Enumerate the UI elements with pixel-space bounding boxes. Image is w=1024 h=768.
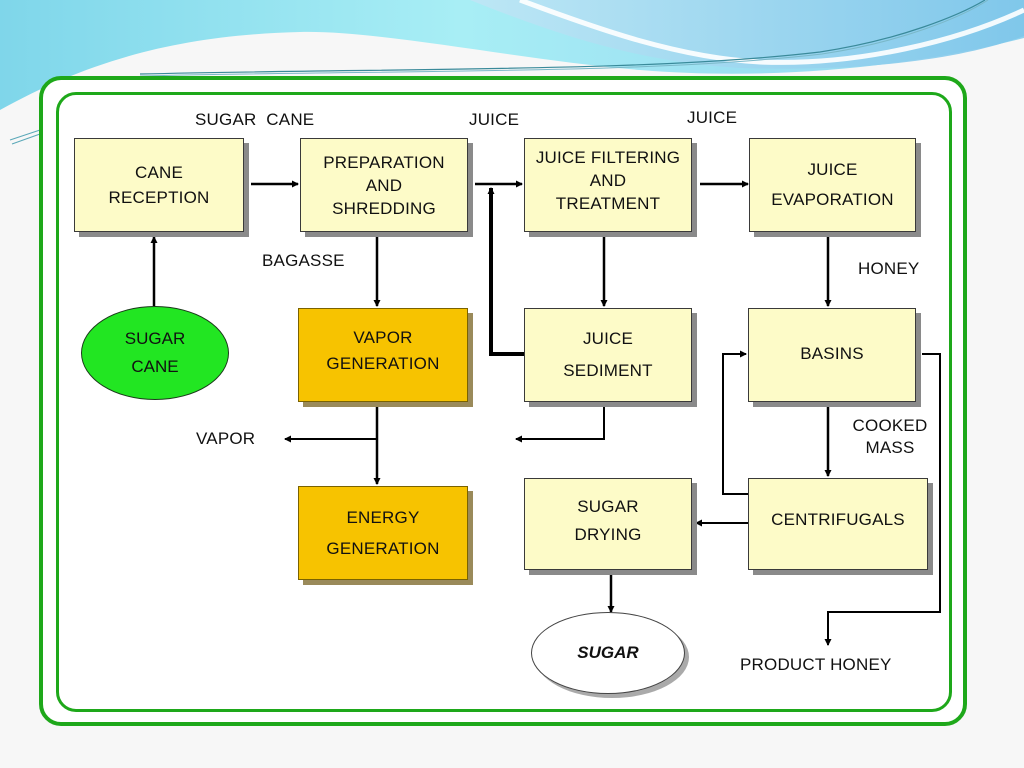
node-text: CANE <box>131 357 179 376</box>
node-centrifugals[interactable]: CENTRIFUGALS <box>748 478 928 570</box>
node-basins[interactable]: BASINS <box>748 308 916 402</box>
node-text: GENERATION <box>326 539 440 558</box>
node-text: GENERATION <box>326 354 440 373</box>
node-cane-reception[interactable]: CANE RECEPTION <box>74 138 244 232</box>
node-text: JUICE <box>582 329 634 348</box>
flow-label-bagasse: BAGASSE <box>262 251 345 270</box>
node-preparation-shredding[interactable]: PREPARATION AND SHREDDING <box>300 138 468 232</box>
node-vapor-generation[interactable]: VAPOR GENERATION <box>298 308 468 402</box>
node-text: SEDIMENT <box>563 361 653 380</box>
node-sugar-product[interactable]: SUGAR <box>531 612 685 694</box>
node-juice-evaporation[interactable]: JUICE EVAPORATION <box>749 138 916 232</box>
flow-label-cooked-mass: COOKED MASS <box>846 415 934 459</box>
node-energy-generation[interactable]: ENERGY GENERATION <box>298 486 468 580</box>
node-text: TREATMENT <box>555 194 661 213</box>
node-sugar-cane-source[interactable]: SUGAR CANE <box>81 306 229 400</box>
node-text: SUGAR <box>577 643 639 662</box>
flow-label-text: COOKED <box>852 416 928 435</box>
edge-sediment-to-filtering <box>487 187 524 356</box>
header-swoosh-line <box>139 0 986 75</box>
node-text: VAPOR <box>353 328 413 347</box>
node-text: JUICE <box>807 160 858 179</box>
node-text: AND <box>589 171 627 190</box>
flow-label-vapor: VAPOR <box>196 429 256 448</box>
flow-label-honey: HONEY <box>858 259 920 278</box>
node-text: JUICE FILTERING <box>535 148 681 167</box>
node-text: DRYING <box>574 525 642 544</box>
node-text: CANE <box>134 163 184 182</box>
node-text: SUGAR <box>577 497 639 516</box>
edge-basins-to-product-honey <box>824 353 941 646</box>
edge-sediment-out <box>515 404 605 443</box>
node-text: AND <box>365 175 403 195</box>
node-sugar-drying[interactable]: SUGAR DRYING <box>524 478 692 570</box>
node-text: ENERGY <box>346 508 420 527</box>
flow-label-juice-2: JUICE <box>687 108 738 127</box>
flow-label-juice-1: JUICE <box>469 110 520 129</box>
edge-centrifugals-to-basins <box>722 350 748 495</box>
flow-label-sugar-cane: SUGAR CANE <box>195 110 315 129</box>
node-juice-filtering[interactable]: JUICE FILTERING AND TREATMENT <box>524 138 692 232</box>
node-text: PREPARATION <box>323 152 445 172</box>
node-text: CENTRIFUGALS <box>771 510 905 529</box>
node-text: RECEPTION <box>108 188 210 207</box>
flow-label-product-honey: PRODUCT HONEY <box>740 655 892 674</box>
node-text: SHREDDING <box>332 198 436 218</box>
node-text: SUGAR <box>124 329 186 348</box>
node-juice-sediment[interactable]: JUICE SEDIMENT <box>524 308 692 402</box>
node-text: EVAPORATION <box>771 190 894 209</box>
flow-label-text: MASS <box>865 438 915 457</box>
node-text: BASINS <box>800 344 864 363</box>
